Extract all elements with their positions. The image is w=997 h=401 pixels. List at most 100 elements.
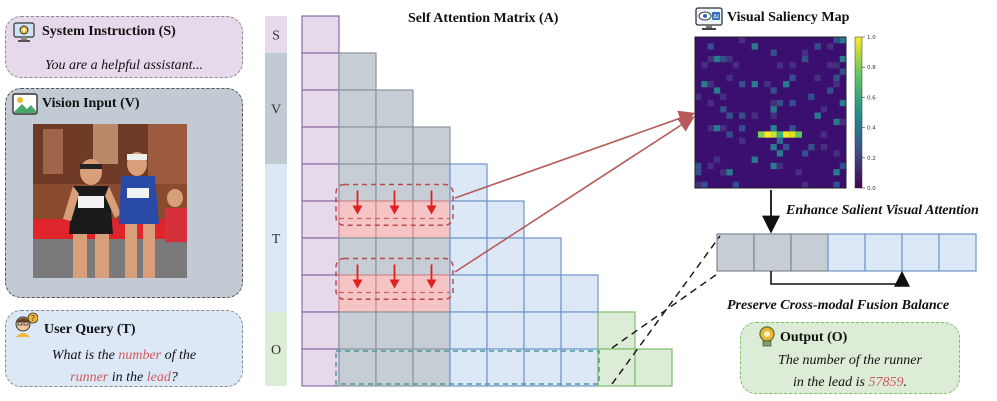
saliency-cell <box>770 87 777 94</box>
saliency-cell <box>739 81 746 88</box>
colorbar-tick-label: 0.6 <box>867 95 876 101</box>
output-text-a: in the lead is <box>793 375 869 390</box>
query-text-lead: lead <box>146 370 171 385</box>
colorbar-tick-label: 1.0 <box>867 35 876 41</box>
segment-s <box>265 16 287 53</box>
saliency-cell <box>695 169 702 176</box>
saliency-cell <box>776 162 784 170</box>
vision-panel-title: Vision Input (V) <box>42 96 140 111</box>
saliency-cell <box>801 181 809 188</box>
down-arrow-head <box>389 279 400 289</box>
output-text-line1: The number of the runner <box>778 353 922 368</box>
matrix-cell <box>560 274 599 313</box>
down-arrow-head <box>352 279 363 289</box>
saliency-cell <box>751 112 758 119</box>
saliency-cell <box>751 43 758 50</box>
saliency-cell <box>726 74 733 82</box>
saliency-cell <box>707 99 714 107</box>
saliency-cell <box>713 156 721 163</box>
saliency-cell <box>720 55 727 63</box>
saliency-cell <box>833 62 840 69</box>
matrix-cell <box>301 274 340 313</box>
query-text-c: in the <box>108 370 147 385</box>
saliency-cell <box>827 43 834 50</box>
down-arrow-head <box>426 205 437 215</box>
output-text-b: . <box>903 375 907 390</box>
saliency-cell <box>801 55 809 63</box>
saliency-cell <box>751 81 758 88</box>
matrix-cell <box>301 237 340 276</box>
saliency-cell <box>739 137 746 144</box>
saliency-cell <box>770 162 777 170</box>
segment-t <box>265 164 287 312</box>
runner-photo <box>33 124 187 278</box>
segment-label: O <box>271 343 281 358</box>
system-panel-title: System Instruction (S) <box>42 24 176 39</box>
saliency-cell <box>776 62 784 69</box>
matrix-cell <box>412 126 451 165</box>
saliency-cell <box>707 55 714 63</box>
down-arrow-head <box>352 205 363 215</box>
saliency-hotspot <box>776 131 784 138</box>
matrix-cell <box>338 311 377 350</box>
gear-monitor-icon <box>12 20 36 49</box>
svg-text:?: ? <box>31 314 35 323</box>
matrix-cell <box>301 200 340 239</box>
saliency-cell <box>820 131 828 138</box>
matrix-cell <box>301 52 340 91</box>
fusion-cell <box>716 233 755 272</box>
matrix-cell <box>597 311 636 350</box>
saliency-cell <box>707 162 714 170</box>
saliency-map <box>694 36 863 189</box>
fusion-row <box>716 233 977 272</box>
matrix-cell <box>301 163 340 202</box>
highlight-box <box>335 183 454 226</box>
saliency-cell <box>839 37 846 44</box>
image-icon <box>12 92 38 121</box>
matrix-cell <box>560 348 599 387</box>
projection-line-1 <box>611 271 721 349</box>
colorbar <box>854 36 863 189</box>
segment-v <box>265 53 287 164</box>
matrix-cell <box>449 237 488 276</box>
saliency-cell <box>789 62 796 69</box>
saliency-cell <box>783 143 790 151</box>
output-text-answer: 57859 <box>868 375 904 390</box>
matrix-cell <box>523 274 562 313</box>
matrix-cell <box>412 348 451 387</box>
saliency-hotspot <box>789 131 796 138</box>
highlight-boxes <box>335 183 600 385</box>
saliency-cell <box>820 106 828 113</box>
saliency-cell <box>726 112 733 119</box>
query-text-runner: runner <box>70 370 109 385</box>
matrix-cell <box>375 89 414 128</box>
saliency-cell <box>776 150 784 157</box>
fusion-cell <box>827 233 866 272</box>
saliency-cell <box>789 125 796 132</box>
saliency-cell <box>833 118 840 126</box>
query-text-b: of the <box>161 348 197 363</box>
saliency-cell <box>701 62 708 69</box>
saliency-cell <box>770 143 777 151</box>
query-panel-title: User Query (T) <box>44 322 136 337</box>
matrix-cell <box>301 311 340 350</box>
matrix-cell <box>523 237 562 276</box>
saliency-hotspot <box>795 131 802 138</box>
saliency-cell <box>789 74 796 82</box>
matrix-cell <box>375 126 414 165</box>
saliency-cell <box>770 99 777 107</box>
saliency-cell <box>726 55 733 63</box>
matrix-cell <box>449 200 488 239</box>
saliency-cell <box>701 181 708 188</box>
saliency-cell <box>713 87 721 94</box>
saliency-cell <box>707 81 714 88</box>
arrow-to-saliency-2 <box>454 116 695 273</box>
matrix-cell <box>338 126 377 165</box>
saliency-cell <box>770 49 777 56</box>
colorbar-ticks: 1.00.80.60.40.20.0 <box>862 35 876 192</box>
saliency-cell <box>814 43 821 50</box>
saliency-cell <box>814 112 821 119</box>
saliency-cell <box>770 106 777 113</box>
